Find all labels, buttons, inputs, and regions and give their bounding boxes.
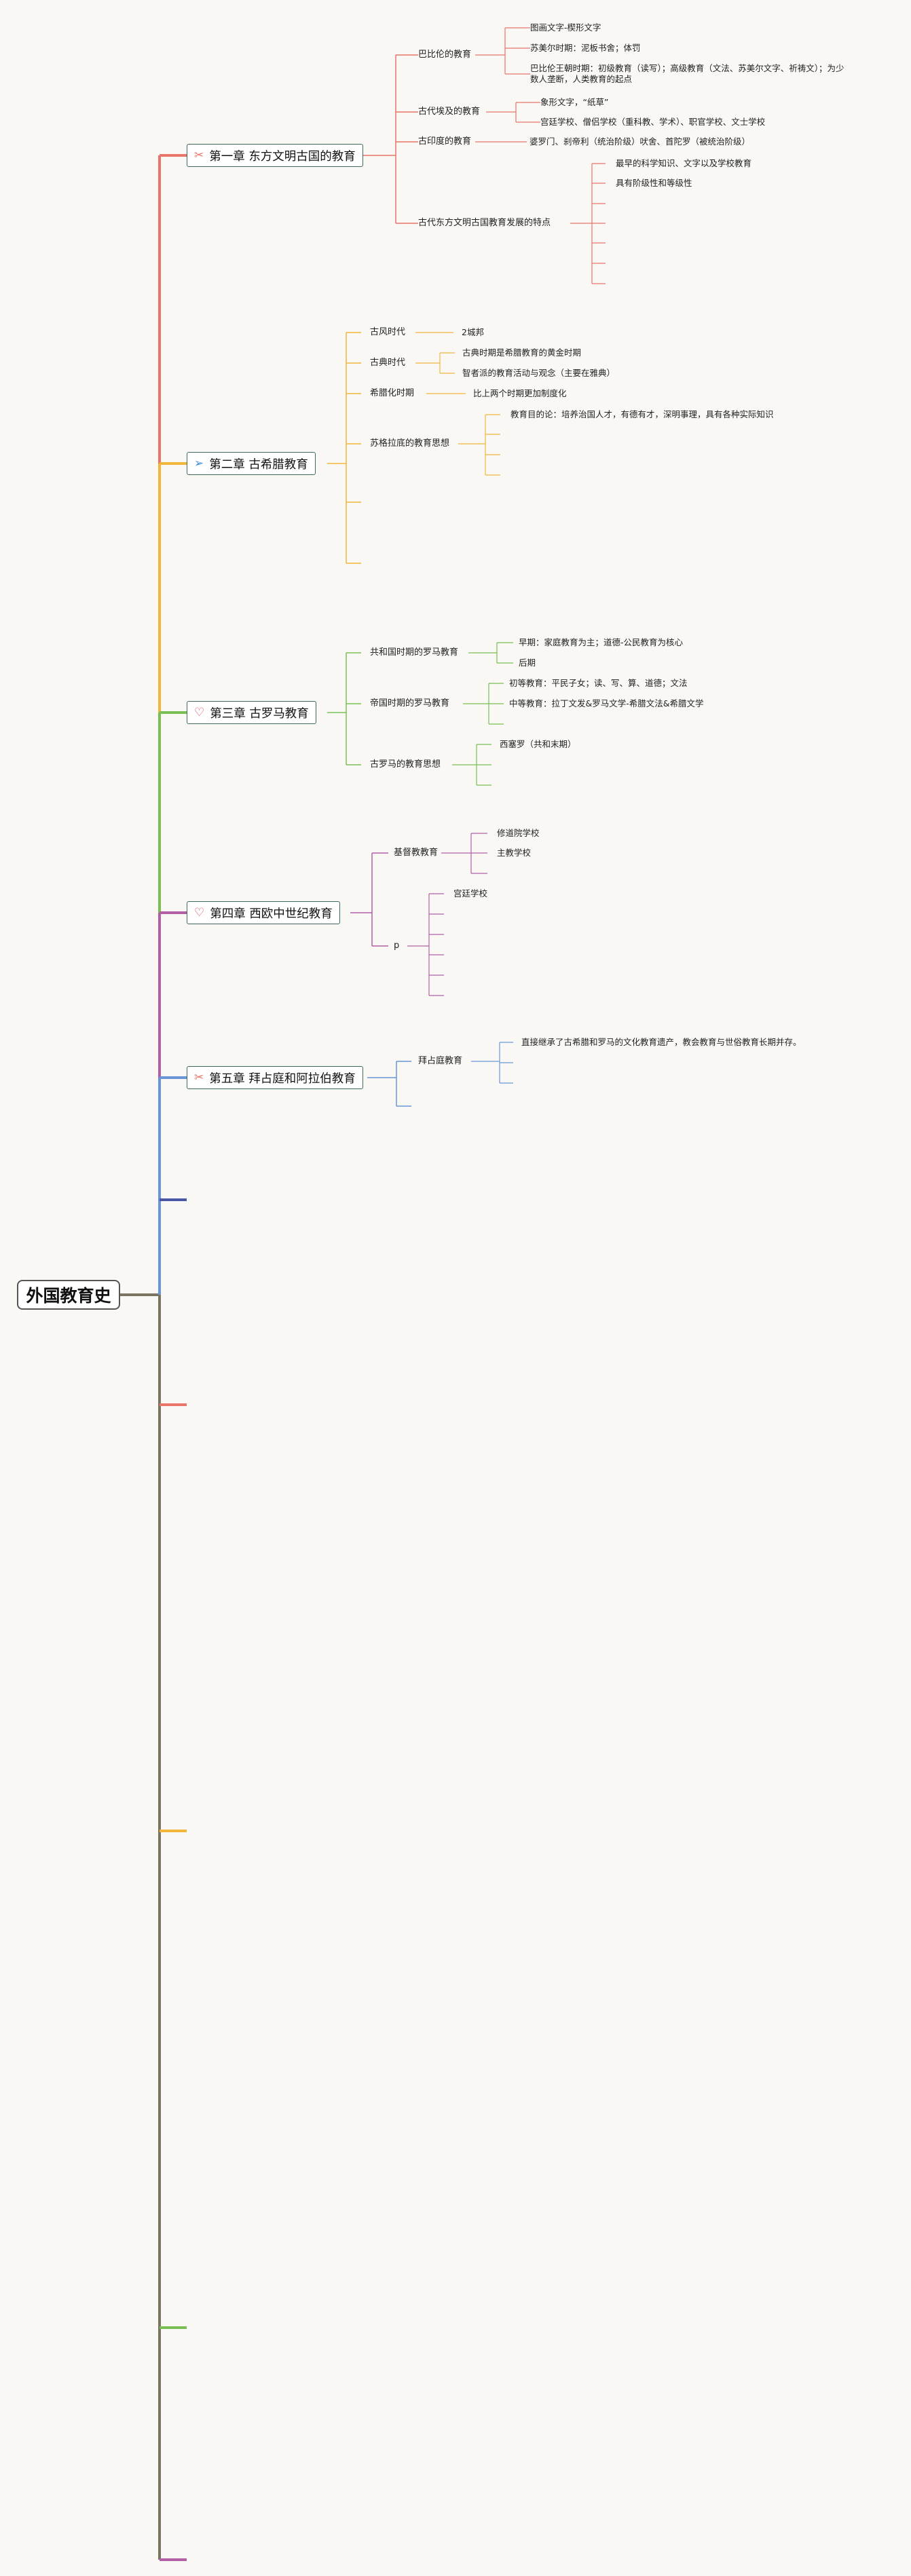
topic-3-3[interactable]: 古罗马的教育思想: [370, 759, 441, 770]
item-4-1-2[interactable]: 主教学校: [497, 848, 532, 858]
item-1-2-2[interactable]: 宫廷学校、僧侣学校（重科教、学术）、职官学校、文士学校: [540, 117, 766, 127]
item-2-1-1[interactable]: 2城邦: [462, 327, 484, 337]
topic-3-2[interactable]: 帝国时期的罗马教育: [370, 698, 450, 708]
chapter-5-label: 第五章 拜占庭和阿拉伯教育: [209, 1072, 356, 1086]
item-1-1-1[interactable]: 图画文字-楔形文字: [530, 22, 601, 33]
item-2-2-2[interactable]: 智者派的教育活动与观念（主要在雅典）: [462, 368, 616, 378]
chapter-1-label: 第一章 东方文明古国的教育: [209, 149, 356, 164]
root-node[interactable]: 外国教育史: [17, 1280, 120, 1310]
tools-icon: ✂: [194, 148, 204, 162]
item-3-3-1[interactable]: 西塞罗（共和末期）: [500, 739, 576, 749]
item-2-2-1[interactable]: 古典时期是希腊教育的黄金时期: [462, 347, 582, 358]
item-2-3-1[interactable]: 比上两个时期更加制度化: [473, 388, 567, 398]
item-3-2-1[interactable]: 初等教育：平民子女；读、写、算、道德；文法: [509, 678, 688, 688]
item-5-1-1[interactable]: 直接继承了古希腊和罗马的文化教育遗产，教会教育与世俗教育长期并存。: [521, 1037, 802, 1047]
topic-5-1[interactable]: 拜占庭教育: [418, 1056, 463, 1066]
topic-2-3[interactable]: 希腊化时期: [370, 388, 415, 398]
topic-4-1[interactable]: 基督教教育: [394, 848, 439, 858]
chapter-4-label: 第四章 西欧中世纪教育: [210, 907, 333, 921]
topic-1-4[interactable]: 古代东方文明古国教育发展的特点: [418, 218, 551, 228]
item-4-2-1[interactable]: 宫廷学校: [453, 888, 488, 898]
chapter-4-node[interactable]: ♡ 第四章 西欧中世纪教育: [187, 901, 340, 924]
topic-2-1[interactable]: 古风时代: [370, 327, 406, 337]
item-1-1-3[interactable]: 巴比伦王朝时期：初级教育（读写）；高级教育（文法、苏美尔文字、祈祷文）；为少数人…: [530, 63, 844, 84]
topic-2-2[interactable]: 古典时代: [370, 358, 406, 368]
chapter-1-node[interactable]: ✂ 第一章 东方文明古国的教育: [187, 144, 363, 167]
item-1-1-2[interactable]: 苏美尔时期：泥板书舍；体罚: [530, 43, 641, 53]
topic-2-4[interactable]: 苏格拉底的教育思想: [370, 438, 450, 449]
item-1-4-1[interactable]: 最早的科学知识、文字以及学校教育: [616, 158, 752, 168]
send-icon: ➢: [194, 456, 204, 470]
item-1-3-1[interactable]: 婆罗门、刹帝利（统治阶级）吠舍、首陀罗（被统治阶级）: [529, 136, 751, 147]
topic-3-1[interactable]: 共和国时期的罗马教育: [370, 647, 459, 658]
chapter-3-node[interactable]: ♡ 第三章 古罗马教育: [187, 701, 316, 724]
heart-icon: ♡: [194, 705, 205, 719]
topic-4-2[interactable]: p: [394, 941, 400, 951]
heart-icon: ♡: [194, 905, 205, 920]
topic-1-2[interactable]: 古代埃及的教育: [418, 107, 481, 117]
chapter-2-node[interactable]: ➢ 第二章 古希腊教育: [187, 452, 316, 475]
topic-1-3[interactable]: 古印度的教育: [418, 136, 472, 147]
item-4-1-1[interactable]: 修道院学校: [497, 828, 540, 838]
item-3-2-2[interactable]: 中等教育：拉丁文发&罗马文学-希腊文法&希腊文学: [509, 698, 704, 708]
topic-1-1[interactable]: 巴比伦的教育: [418, 50, 472, 60]
chapter-2-label: 第二章 古希腊教育: [209, 457, 308, 472]
item-1-2-1[interactable]: 象形文字，“纸草”: [540, 97, 609, 107]
item-2-4-1[interactable]: 教育目的论：培养治国人才，有德有才，深明事理，具有各种实际知识: [510, 409, 774, 419]
item-1-4-2[interactable]: 具有阶级性和等级性: [616, 178, 692, 188]
chapter-5-node[interactable]: ✂ 第五章 拜占庭和阿拉伯教育: [187, 1066, 363, 1089]
tools-icon: ✂: [194, 1070, 204, 1084]
item-3-1-2[interactable]: 后期: [519, 658, 536, 668]
chapter-3-label: 第三章 古罗马教育: [210, 706, 309, 721]
item-3-1-1[interactable]: 早期：家庭教育为主；道德-公民教育为核心: [519, 637, 684, 647]
